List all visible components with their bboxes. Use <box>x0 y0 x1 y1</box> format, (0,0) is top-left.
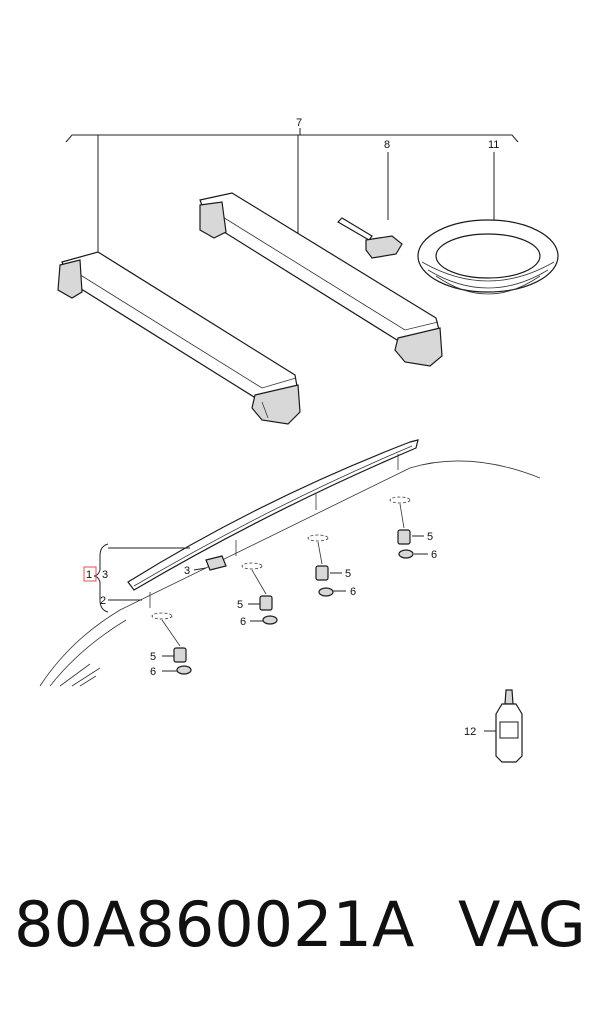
callout-7: 7 <box>296 117 302 129</box>
clip-3 <box>193 555 227 571</box>
callout-6b: 6 <box>240 616 246 628</box>
brand-label: VAG <box>458 888 586 961</box>
callout-11: 11 <box>488 139 499 151</box>
callout-12: 12 <box>464 726 476 738</box>
callout-6a: 6 <box>150 666 156 678</box>
mount-3 <box>307 494 346 597</box>
callout-6c: 6 <box>350 586 356 598</box>
roof-rail <box>127 439 419 591</box>
callout-5a: 5 <box>150 651 156 663</box>
bracket-7 <box>65 128 519 258</box>
roof-bar-left <box>57 251 301 425</box>
callout-1: 1 <box>86 569 92 581</box>
mount-2 <box>235 540 278 625</box>
callout-6d: 6 <box>431 549 437 561</box>
tool-8 <box>337 152 403 259</box>
bracket-1 <box>83 543 190 613</box>
adhesive-bottle-12 <box>484 689 523 763</box>
callout-3a: 3 <box>102 569 108 581</box>
callout-5c: 5 <box>345 568 351 580</box>
car-roof-outline <box>39 460 541 687</box>
callout-3b: 3 <box>184 565 190 577</box>
callout-5b: 5 <box>237 599 243 611</box>
callout-8: 8 <box>384 139 390 151</box>
roof-bar-right <box>199 192 443 367</box>
callout-5d: 5 <box>427 531 433 543</box>
mount-4 <box>389 454 428 559</box>
mount-1 <box>149 592 192 675</box>
callout-2: 2 <box>100 595 106 607</box>
strap-11 <box>417 152 559 295</box>
part-number: 80A860021A <box>14 888 415 961</box>
